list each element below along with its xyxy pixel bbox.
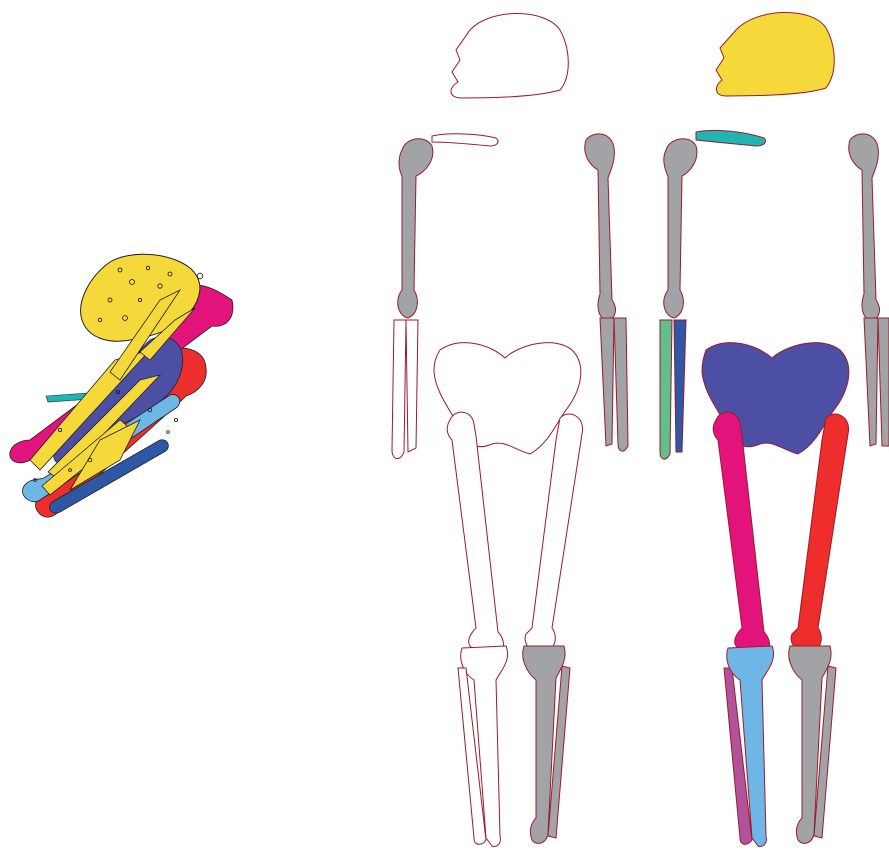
in-situ-burial-drawing — [10, 254, 233, 517]
colored-humerus-left — [664, 139, 697, 318]
outline-radius-right — [600, 318, 614, 446]
outline-femur-left — [447, 412, 503, 657]
outline-skull — [451, 14, 568, 99]
colored-ulna-left — [674, 320, 686, 452]
outline-ulna-right — [614, 318, 628, 451]
outline-clavicle — [432, 134, 498, 146]
outline-humerus-right — [585, 134, 616, 320]
colored-clavicle — [696, 130, 766, 146]
colored-femur-left — [713, 412, 769, 657]
colored-radius-left — [660, 320, 672, 459]
outline-humerus-left — [398, 139, 433, 318]
outline-ulna-left — [406, 320, 418, 452]
colored-skull — [716, 12, 834, 96]
colored-skeleton — [660, 12, 889, 846]
outline-skeleton — [392, 14, 628, 847]
outline-radius-left — [392, 320, 406, 459]
colored-radius-right — [864, 318, 878, 446]
colored-humerus-right — [849, 134, 880, 320]
colored-ulna-right — [878, 318, 889, 446]
